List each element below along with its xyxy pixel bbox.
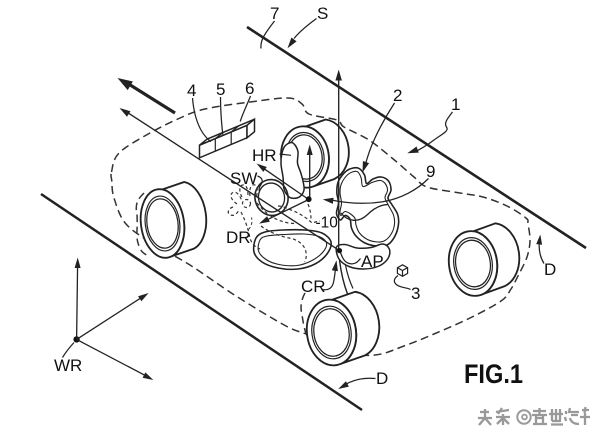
svg-text:D: D [376, 369, 388, 388]
svg-text:WR: WR [54, 356, 82, 375]
svg-text:1: 1 [451, 95, 460, 114]
svg-text:9: 9 [426, 162, 435, 181]
svg-text:SW: SW [230, 169, 257, 188]
svg-text:HR: HR [252, 146, 277, 165]
svg-text:4: 4 [187, 81, 196, 100]
svg-text:AP: AP [361, 252, 384, 271]
svg-text:-10: -10 [316, 215, 339, 232]
svg-text:2: 2 [393, 86, 402, 105]
svg-text:FIG.1: FIG.1 [464, 359, 523, 389]
svg-text:3: 3 [411, 284, 420, 303]
svg-text:CR: CR [301, 277, 326, 296]
svg-text:D: D [544, 260, 556, 279]
svg-text:DR: DR [226, 228, 251, 247]
svg-text:6: 6 [245, 79, 254, 98]
svg-text:7: 7 [270, 4, 279, 23]
svg-text:S: S [317, 4, 328, 23]
svg-text:5: 5 [216, 80, 225, 99]
